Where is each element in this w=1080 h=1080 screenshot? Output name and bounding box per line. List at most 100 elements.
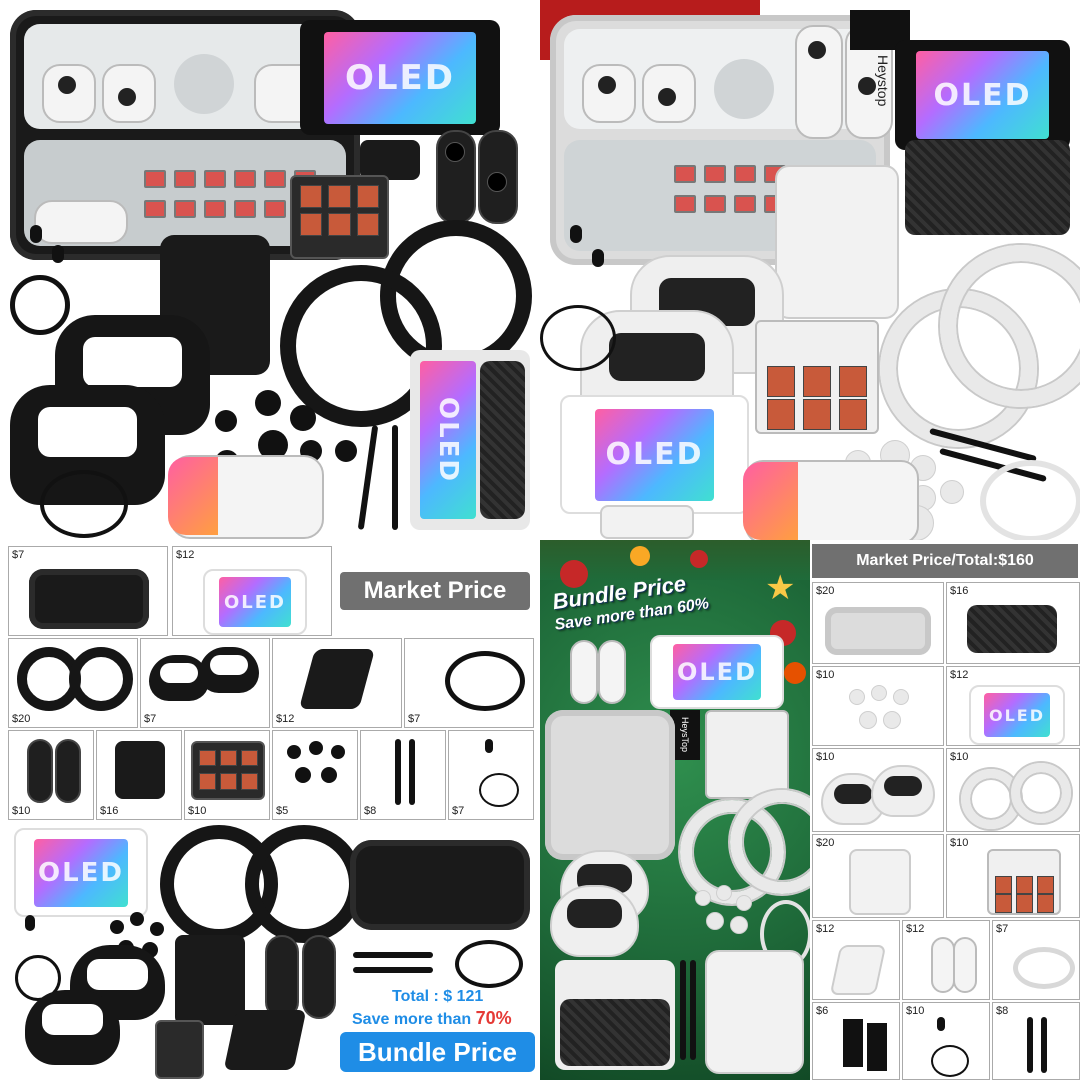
quadrant-market-total-table: Market Price/Total:$160 $20 $16 $10 $12 … <box>810 540 1080 1080</box>
charging-dock-icon <box>115 741 165 799</box>
cable-icon <box>455 940 523 988</box>
charging-dock-icon <box>775 165 899 319</box>
earphone-icon <box>479 739 519 809</box>
price-label: $10 <box>188 805 207 817</box>
price-label: $7 <box>144 713 157 725</box>
price-box-game-case: $10 <box>946 834 1080 918</box>
price-box-wheel: $10 <box>946 748 1080 832</box>
charging-dock-icon <box>175 935 245 1025</box>
thumb-cap-icon <box>695 890 711 906</box>
price-box-grip: $7 <box>140 638 270 728</box>
game-case-icon <box>155 1020 204 1079</box>
price-box-cable: $7 <box>404 638 534 728</box>
stylus-icon <box>357 425 379 530</box>
stand-icon <box>223 1010 307 1070</box>
thumb-cap-icon <box>110 920 124 934</box>
price-label: $6 <box>816 1005 829 1017</box>
market-price-badge: Market Price <box>340 572 530 610</box>
game-case-icon <box>191 741 265 800</box>
price-box-charging-dock: $20 <box>812 834 944 918</box>
screen-protector-icon: OLED <box>969 685 1065 745</box>
carry-case-icon <box>29 569 149 629</box>
price-label: $20 <box>816 837 835 849</box>
ornament-icon <box>560 560 588 588</box>
oled-carbon-cover-icon <box>555 960 675 1070</box>
quadrant-market-price: $7 $12 OLED Market Price $20 $7 $12 $7 $… <box>0 540 540 1080</box>
joycon-cover-icon <box>795 25 843 139</box>
thumb-cap-icon <box>849 689 865 705</box>
price-box-joycon-cover: $10 <box>8 730 94 820</box>
price-label: $12 <box>906 923 925 935</box>
oled-label: OLED <box>223 591 286 613</box>
game-case-icon <box>755 320 879 434</box>
price-label: $12 <box>816 923 835 935</box>
brand-card: HeysTop <box>670 710 700 760</box>
cleaning-cloth-icon <box>843 1019 863 1067</box>
earphone-icon <box>931 1017 971 1077</box>
quadrant-white-bundle: Heystop OLED OLED <box>540 0 1080 540</box>
price-label: $8 <box>364 805 377 817</box>
price-label: $12 <box>176 549 195 561</box>
price-label: $7 <box>996 923 1009 935</box>
stylus-icon <box>353 952 433 958</box>
stand-icon <box>298 649 376 709</box>
oled-label: OLED <box>676 658 757 686</box>
oled-console-icon: OLED <box>650 635 784 709</box>
quadrant-christmas-bundle: ★ Bundle Price Save more than 60% OLED H… <box>540 540 810 1080</box>
screen-protector-bundle-icon: OLED <box>14 828 148 917</box>
price-box-game-case: $10 <box>184 730 270 820</box>
price-label: $12 <box>950 669 969 681</box>
price-box-charging-dock: $16 <box>96 730 182 820</box>
price-label: $10 <box>816 751 835 763</box>
price-label: $7 <box>408 713 421 725</box>
price-box-stand: $12 <box>812 920 900 1000</box>
price-box-thumb-caps: $5 <box>272 730 358 820</box>
game-case-icon <box>290 175 389 259</box>
price-label: $20 <box>12 713 31 725</box>
oled-stand-icon: OLED <box>560 395 749 514</box>
switch-console-icon <box>743 460 919 540</box>
earphone-icon <box>540 225 616 371</box>
brand-tag: Heystop <box>875 55 891 107</box>
oled-label: OLED <box>432 396 463 483</box>
price-box-carry-case: $7 <box>8 546 168 636</box>
price-label: $10 <box>950 837 969 849</box>
stylus-icon <box>1027 1017 1033 1073</box>
grip-icon <box>149 655 209 701</box>
stand-icon <box>600 505 694 539</box>
oled-carbon-cover-icon: OLED <box>410 350 530 530</box>
price-box-earphone: $7 <box>448 730 534 820</box>
bundle-price-badge: Bundle Price <box>340 1032 535 1072</box>
price-box-thumb-caps: $10 <box>812 666 944 746</box>
price-box-grip: $10 <box>812 748 944 832</box>
thumb-cap-icon <box>287 745 301 759</box>
cable-icon <box>40 470 128 538</box>
game-case-icon <box>705 710 789 799</box>
carbon-cover-icon <box>905 140 1070 235</box>
price-label: $10 <box>906 1005 925 1017</box>
price-box-wheel: $20 <box>8 638 138 728</box>
joycon-cover-icon <box>570 640 598 704</box>
carbon-cover-icon <box>967 605 1057 653</box>
stand-icon <box>829 945 887 995</box>
price-box-carbon-cover: $16 <box>946 582 1080 664</box>
cable-icon <box>980 460 1080 540</box>
thumb-cap-icon <box>255 390 281 416</box>
price-box-stylus: $8 <box>992 1002 1080 1080</box>
save-percent: 70% <box>475 1008 512 1028</box>
price-box-cable: $7 <box>992 920 1080 1000</box>
price-box-stylus: $8 <box>360 730 446 820</box>
price-box-stand: $12 <box>272 638 402 728</box>
earphone-icon <box>10 225 70 345</box>
price-label: $7 <box>452 805 465 817</box>
cable-icon <box>445 651 525 711</box>
stand-icon <box>360 140 420 180</box>
save-text-prefix: Save more than <box>352 1011 476 1028</box>
switch-console-icon <box>168 455 324 539</box>
price-box-cleaning-cloth: $6 <box>812 1002 900 1080</box>
price-label: $7 <box>12 549 25 561</box>
price-label: $5 <box>276 805 289 817</box>
oled-console-icon: OLED <box>300 20 500 135</box>
carry-case-icon <box>825 607 931 655</box>
price-label: $16 <box>950 585 969 597</box>
